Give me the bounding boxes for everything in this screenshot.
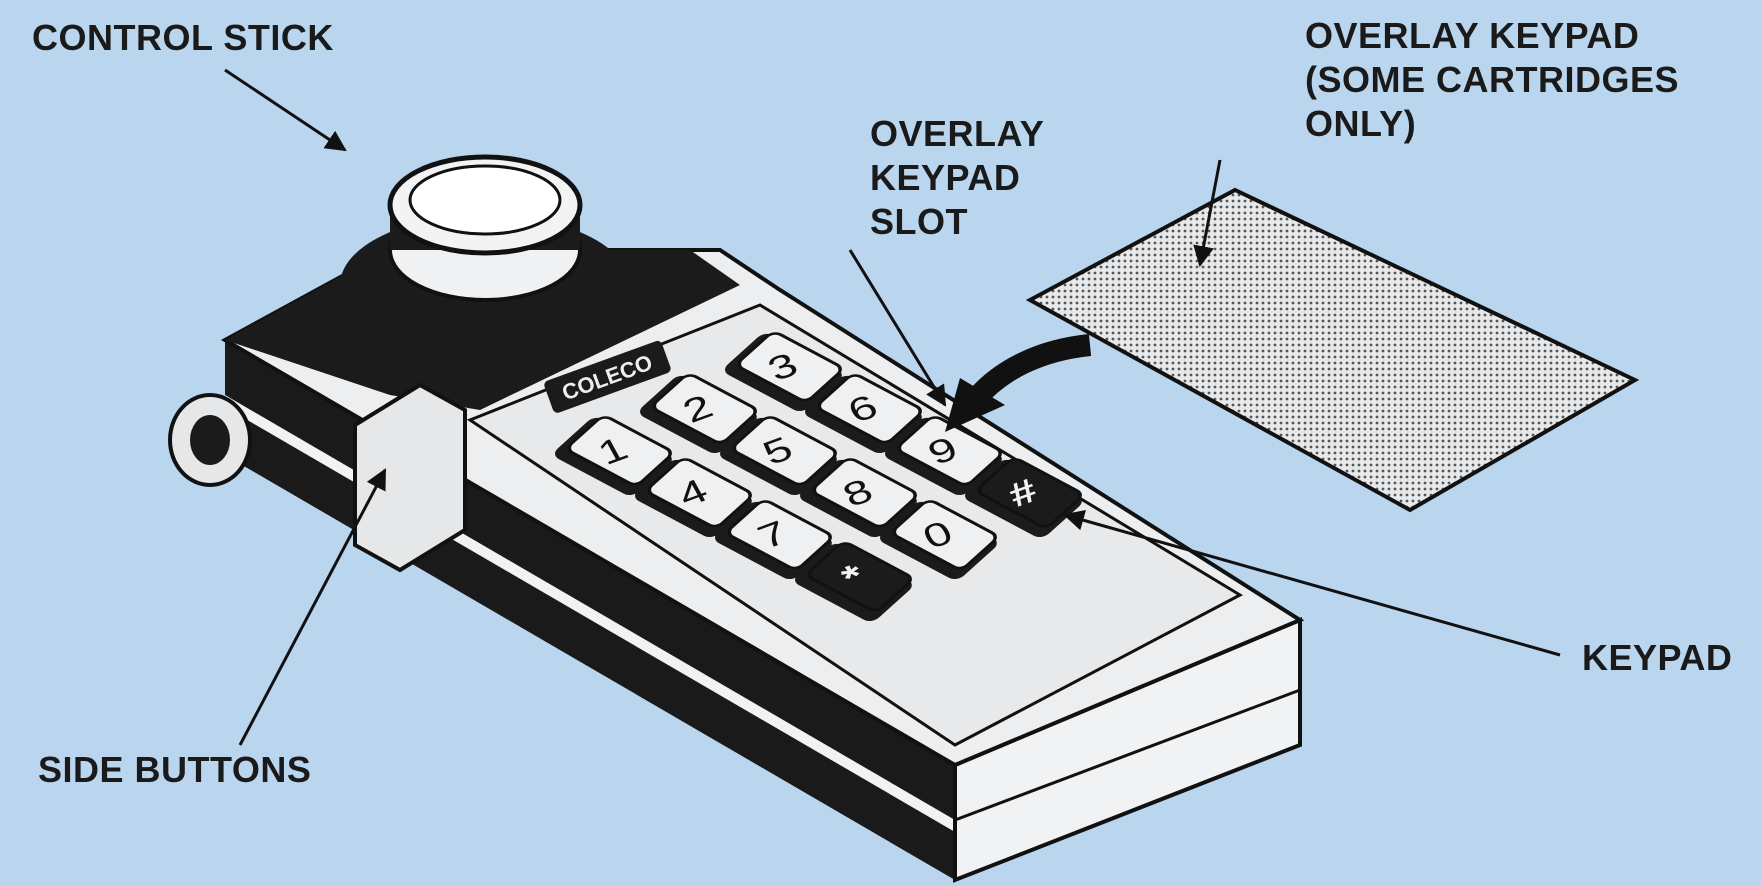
label-overlay-keypad-slot: OVERLAY KEYPAD SLOT — [870, 112, 1044, 244]
label-slot-line-2: KEYPAD — [870, 156, 1044, 200]
insert-arrow — [975, 345, 1090, 400]
label-overlay-line-3: ONLY) — [1305, 102, 1679, 146]
label-side-buttons: SIDE BUTTONS — [38, 748, 311, 792]
label-slot-line-1: OVERLAY — [870, 112, 1044, 156]
label-keypad-text: KEYPAD — [1582, 636, 1732, 680]
label-overlay-keypad: OVERLAY KEYPAD (SOME CARTRIDGES ONLY) — [1305, 14, 1679, 146]
control-stick — [340, 157, 630, 355]
leader-control-stick — [225, 70, 345, 150]
label-slot-line-3: SLOT — [870, 200, 1044, 244]
label-overlay-line-2: (SOME CARTRIDGES — [1305, 58, 1679, 102]
label-control-stick: CONTROL STICK — [32, 16, 334, 60]
overlay-keypad-card — [1030, 190, 1635, 510]
label-control-stick-text: CONTROL STICK — [32, 16, 334, 60]
leader-side-buttons — [240, 470, 385, 745]
label-keypad: KEYPAD — [1582, 636, 1732, 680]
label-overlay-line-1: OVERLAY KEYPAD — [1305, 14, 1679, 58]
label-side-buttons-text: SIDE BUTTONS — [38, 748, 311, 792]
